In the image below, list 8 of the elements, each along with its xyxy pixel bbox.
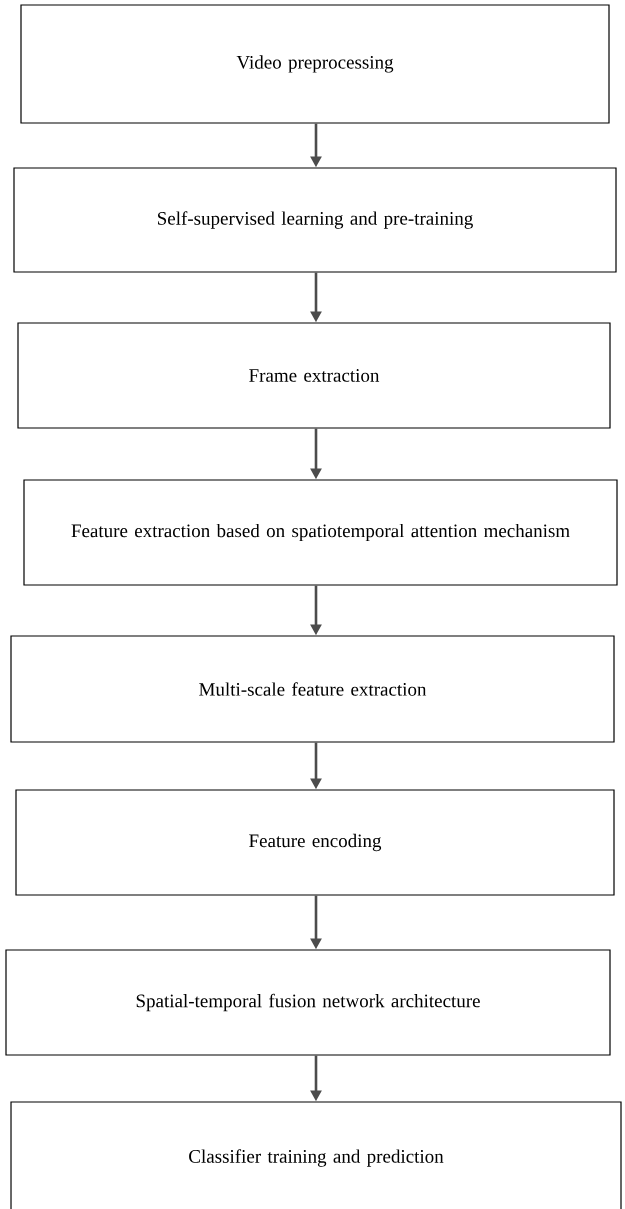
process-box: Spatial-temporal fusion network architecture: [5, 949, 611, 1056]
process-box: Multi-scale feature extraction: [10, 635, 615, 743]
process-box: Frame extraction: [17, 322, 611, 429]
process-box: Feature encoding: [15, 789, 615, 896]
process-box: Feature extraction based on spatiotemporal attention mechanism: [23, 479, 618, 586]
process-box: Self-supervised learning and pre-training: [13, 167, 617, 273]
process-box: Video preprocessing: [20, 4, 610, 124]
process-box: Classifier training and prediction: [10, 1101, 622, 1209]
